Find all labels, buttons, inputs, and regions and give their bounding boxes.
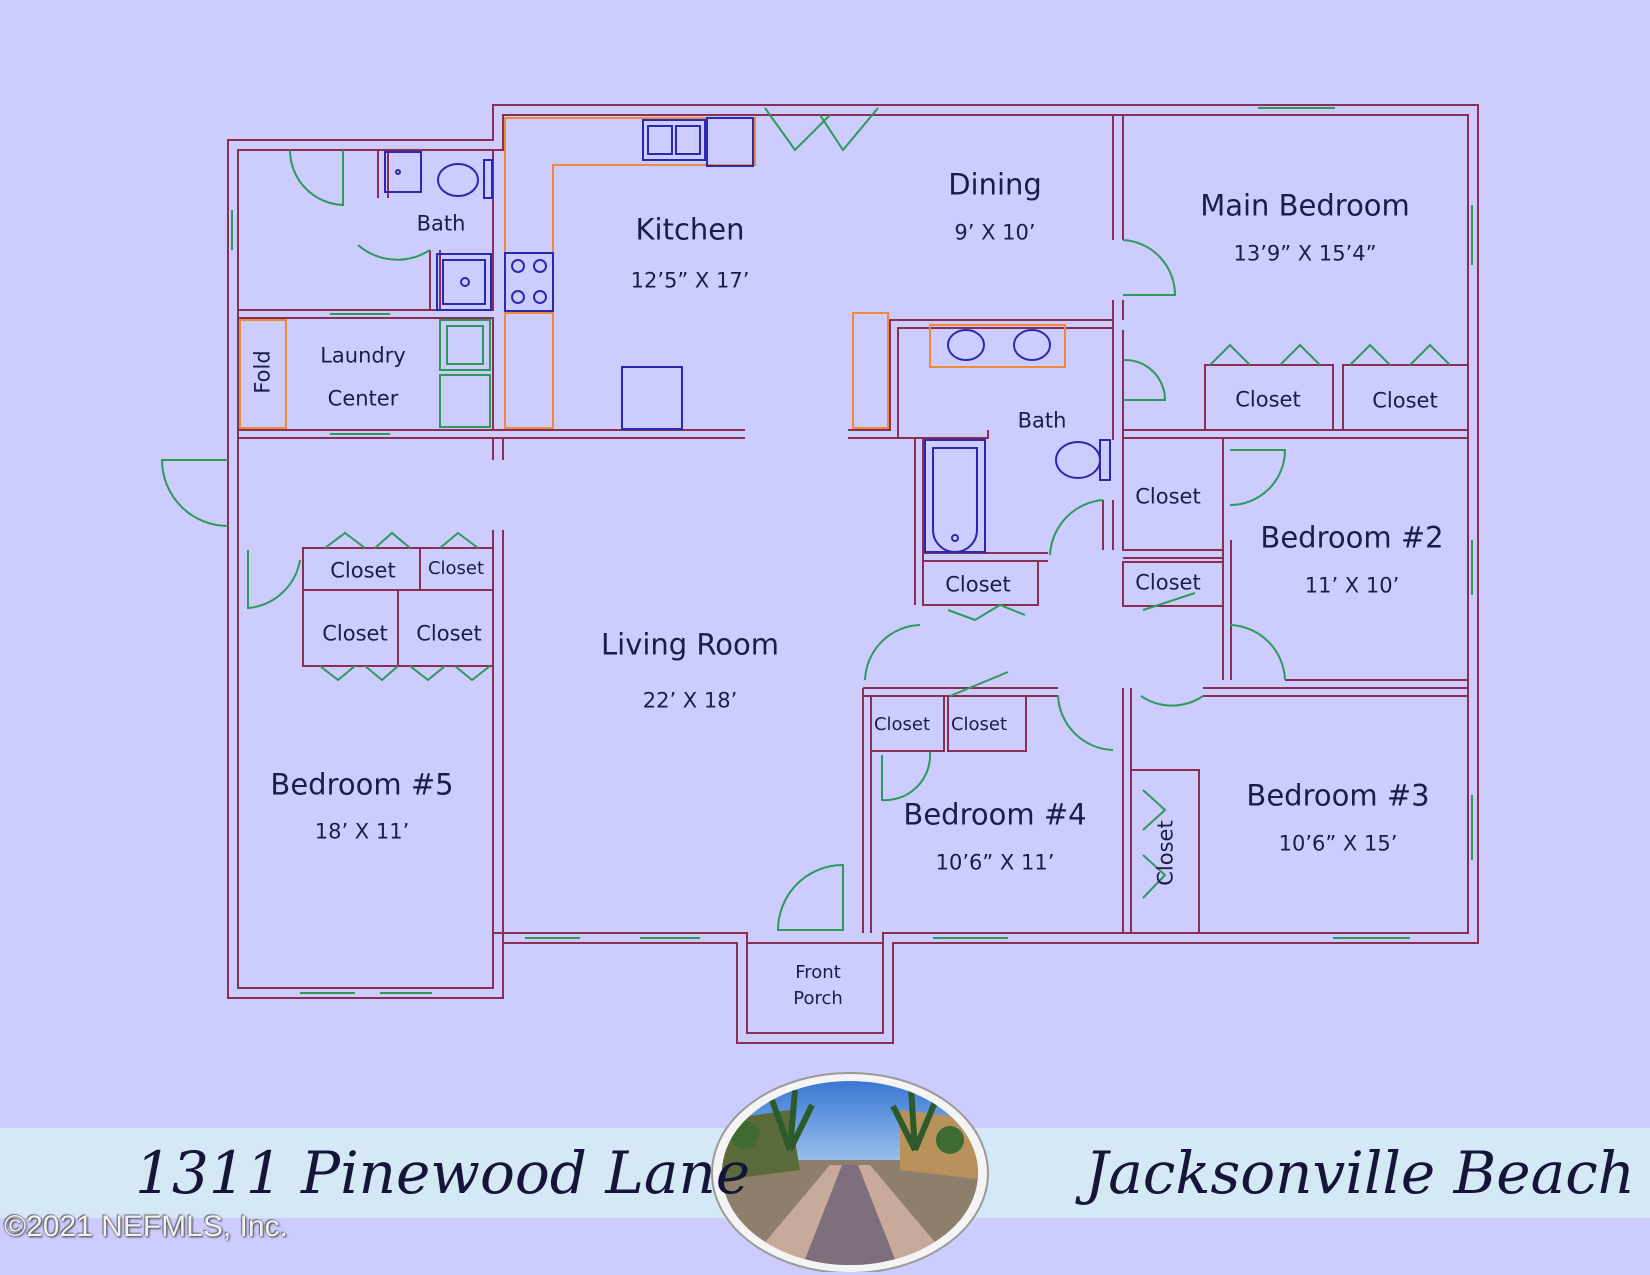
closet-label: Closet <box>1235 387 1301 412</box>
dining-label: Dining <box>948 167 1042 202</box>
interior-walls <box>237 115 1469 988</box>
closet-label: Closet <box>950 714 1008 735</box>
living-room-size: 22’ X 18’ <box>642 688 738 713</box>
beach-street-photo <box>711 1072 989 1272</box>
closet-label: Closet <box>1153 820 1178 886</box>
laundry-label-line2: Center <box>327 386 399 411</box>
address-text: 1311 Pinewood Lane <box>135 1139 751 1207</box>
front-porch-label-line2: Porch <box>793 988 843 1009</box>
closet-label: Closet <box>1135 484 1201 509</box>
main-bedroom-label: Main Bedroom <box>1200 188 1410 223</box>
bedroom-3-size: 10’6” X 15’ <box>1278 831 1398 856</box>
bedroom-2-label: Bedroom #2 <box>1260 520 1444 555</box>
doors <box>160 107 1451 931</box>
bedroom-4-label: Bedroom #4 <box>903 797 1087 832</box>
closet-label: Closet <box>873 714 931 735</box>
closet-label: Closet <box>1135 570 1201 595</box>
copyright-watermark: ©2021 NEFMLS, Inc. <box>4 1210 288 1243</box>
center-bath-label: Bath <box>1017 408 1067 433</box>
closet-label: Closet <box>427 558 485 579</box>
laundry-label-line1: Laundry <box>320 343 406 368</box>
living-room-label: Living Room <box>600 627 780 662</box>
dining-size: 9’ X 10’ <box>954 220 1036 245</box>
fold-label: Fold <box>250 350 275 394</box>
bedroom-4-size: 10’6” X 11’ <box>935 850 1055 875</box>
bedroom-5-size: 18’ X 11’ <box>314 819 410 844</box>
closet-label: Closet <box>945 572 1011 597</box>
closet-label: Closet <box>330 558 396 583</box>
city-text: Jacksonville Beach <box>1085 1139 1636 1207</box>
fixtures <box>239 117 1111 553</box>
kitchen-label: Kitchen <box>635 212 745 247</box>
bedroom-3-label: Bedroom #3 <box>1246 778 1430 813</box>
closet-label: Closet <box>416 621 482 646</box>
kitchen-size: 12’5” X 17’ <box>630 268 750 293</box>
front-porch-label-line1: Front <box>795 962 841 983</box>
kitchen-counters <box>504 117 1066 429</box>
windows <box>231 107 1473 994</box>
upper-bath-label: Bath <box>416 211 466 236</box>
bedroom-5-label: Bedroom #5 <box>270 767 454 802</box>
closet-label: Closet <box>1372 388 1438 413</box>
main-bedroom-size: 13’9” X 15’4” <box>1233 241 1377 266</box>
closet-label: Closet <box>322 621 388 646</box>
bedroom-2-size: 11’ X 10’ <box>1304 573 1400 598</box>
